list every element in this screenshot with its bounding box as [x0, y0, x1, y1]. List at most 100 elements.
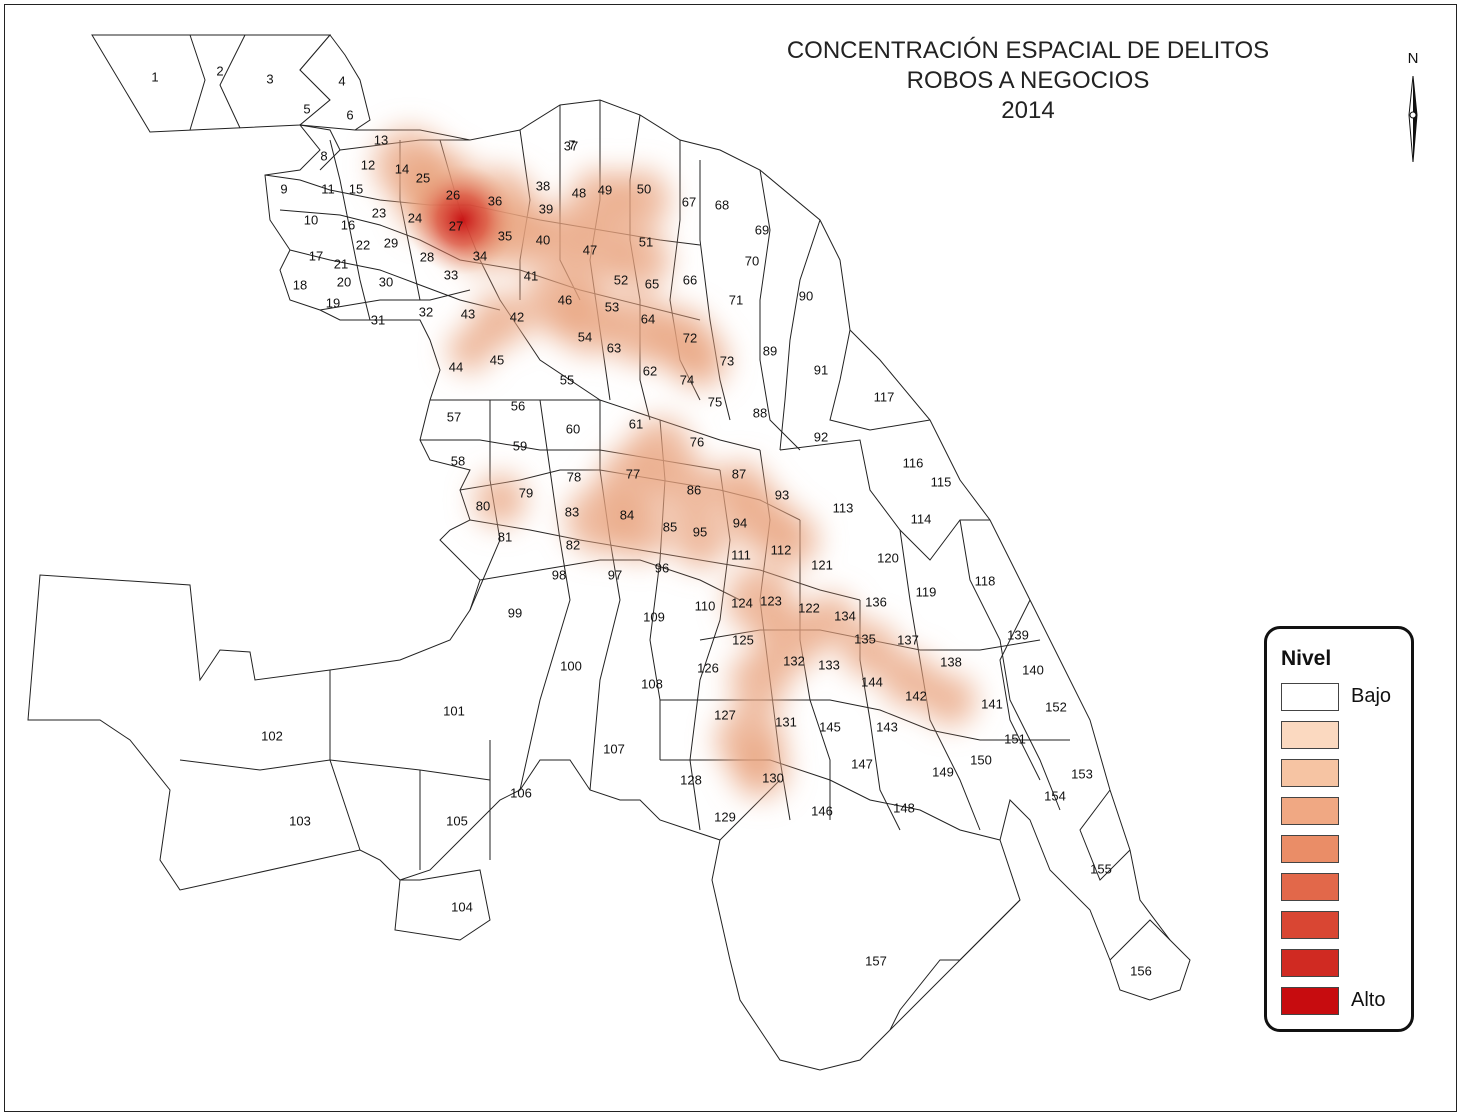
- district-label-139: 139: [1007, 627, 1029, 642]
- district-label-3: 3: [266, 71, 273, 86]
- district-label-90: 90: [799, 288, 813, 303]
- district-label-9: 9: [280, 181, 287, 196]
- hotspot-blob: [448, 328, 492, 372]
- district-label-148: 148: [893, 800, 915, 815]
- district-label-55: 55: [560, 372, 574, 387]
- district-label-150: 150: [970, 752, 992, 767]
- district-label-89: 89: [763, 343, 777, 358]
- district-label-144: 144: [861, 674, 883, 689]
- legend-swatch-3: [1281, 759, 1339, 787]
- district-label-15: 15: [349, 181, 363, 196]
- district-label-85: 85: [663, 519, 677, 534]
- district-label-135: 135: [854, 631, 876, 646]
- district-label-77: 77: [626, 466, 640, 481]
- district-label-6: 6: [346, 107, 353, 122]
- district-boundaries: [27, 34, 1191, 1071]
- district-label-54: 54: [578, 329, 592, 344]
- district-label-48: 48: [572, 185, 586, 200]
- district-label-67: 67: [682, 194, 696, 209]
- district-label-140: 140: [1022, 662, 1044, 677]
- district-label-129: 129: [714, 809, 736, 824]
- district-label-70: 70: [745, 253, 759, 268]
- district-label-120: 120: [877, 550, 899, 565]
- district-label-93: 93: [775, 487, 789, 502]
- district-label-44: 44: [449, 359, 463, 374]
- district-label-112: 112: [771, 542, 792, 557]
- district-label-65: 65: [645, 276, 659, 291]
- district-label-82: 82: [566, 537, 580, 552]
- district-label-58: 58: [451, 453, 465, 468]
- district-label-98: 98: [552, 567, 566, 582]
- hotspot-blob: [610, 170, 670, 230]
- district-label-2: 2: [216, 63, 223, 78]
- district-label-66: 66: [683, 272, 697, 287]
- district-label-59: 59: [513, 438, 527, 453]
- district-label-47: 47: [583, 242, 597, 257]
- district-label-146: 146: [811, 803, 833, 818]
- district-label-11: 11: [321, 181, 335, 196]
- district-label-111: 111: [731, 547, 751, 562]
- legend-swatch-5: [1281, 835, 1339, 863]
- district-label-19: 19: [326, 295, 340, 310]
- legend-swatch-1: [1281, 683, 1339, 711]
- district-label-134: 134: [834, 608, 856, 623]
- district-label-79: 79: [519, 485, 533, 500]
- district-label-18: 18: [293, 277, 307, 292]
- district-label-4: 4: [338, 73, 345, 88]
- district-label-20: 20: [337, 274, 351, 289]
- district-label-100: 100: [560, 658, 582, 673]
- title-line-3: 2014: [1001, 97, 1055, 124]
- district-label-118: 118: [975, 573, 996, 588]
- district-label-94: 94: [733, 515, 747, 530]
- district-label-10: 10: [304, 212, 318, 227]
- district-label-22: 22: [356, 237, 370, 252]
- district-label-29: 29: [384, 235, 398, 250]
- district-label-12: 12: [361, 157, 375, 172]
- district-label-107: 107: [603, 741, 625, 756]
- district-label-88: 88: [753, 405, 767, 420]
- hotspot-blob: [474, 474, 526, 526]
- district-label-30: 30: [379, 274, 393, 289]
- district-label-7: 7: [568, 137, 575, 152]
- district-label-27: 27: [449, 218, 463, 233]
- district-label-32: 32: [419, 304, 433, 319]
- hotspot-blob: [472, 292, 528, 348]
- district-label-110: 110: [695, 598, 716, 613]
- legend-swatch-2: [1281, 721, 1339, 749]
- district-label-83: 83: [565, 504, 579, 519]
- district-label-155: 155: [1090, 861, 1112, 876]
- district-label-68: 68: [715, 197, 729, 212]
- hotspot-core: [407, 165, 517, 275]
- district-label-132: 132: [783, 653, 805, 668]
- hotspot-blob: [660, 460, 720, 520]
- district-label-39: 39: [539, 201, 553, 216]
- district-label-113: 113: [833, 500, 854, 515]
- district-label-151: 151: [1004, 731, 1026, 746]
- district-label-104: 104: [451, 899, 473, 914]
- district-label-60: 60: [566, 421, 580, 436]
- district-label-142: 142: [905, 688, 927, 703]
- district-label-116: 116: [903, 455, 924, 470]
- district-label-115: 115: [931, 474, 952, 489]
- district-label-91: 91: [814, 362, 828, 377]
- district-label-71: 71: [729, 292, 743, 307]
- district-label-45: 45: [490, 352, 504, 367]
- district-label-153: 153: [1071, 766, 1093, 781]
- hotspot-blob: [732, 742, 788, 798]
- district-label-156: 156: [1130, 963, 1152, 978]
- district-label-152: 152: [1045, 699, 1067, 714]
- district-label-141: 141: [981, 696, 1003, 711]
- district-label-50: 50: [637, 181, 651, 196]
- legend-swatch-8: [1281, 949, 1339, 977]
- legend-title: Nivel: [1281, 647, 1332, 670]
- district-label-137: 137: [897, 632, 919, 647]
- district-label-62: 62: [643, 363, 657, 378]
- district-label-23: 23: [372, 205, 386, 220]
- district-label-78: 78: [567, 469, 581, 484]
- hotspot-blob: [610, 230, 670, 290]
- title-line-1: CONCENTRACIÓN ESPACIAL DE DELITOS: [786, 37, 1270, 64]
- district-label-64: 64: [641, 311, 655, 326]
- legend-swatch-6: [1281, 873, 1339, 901]
